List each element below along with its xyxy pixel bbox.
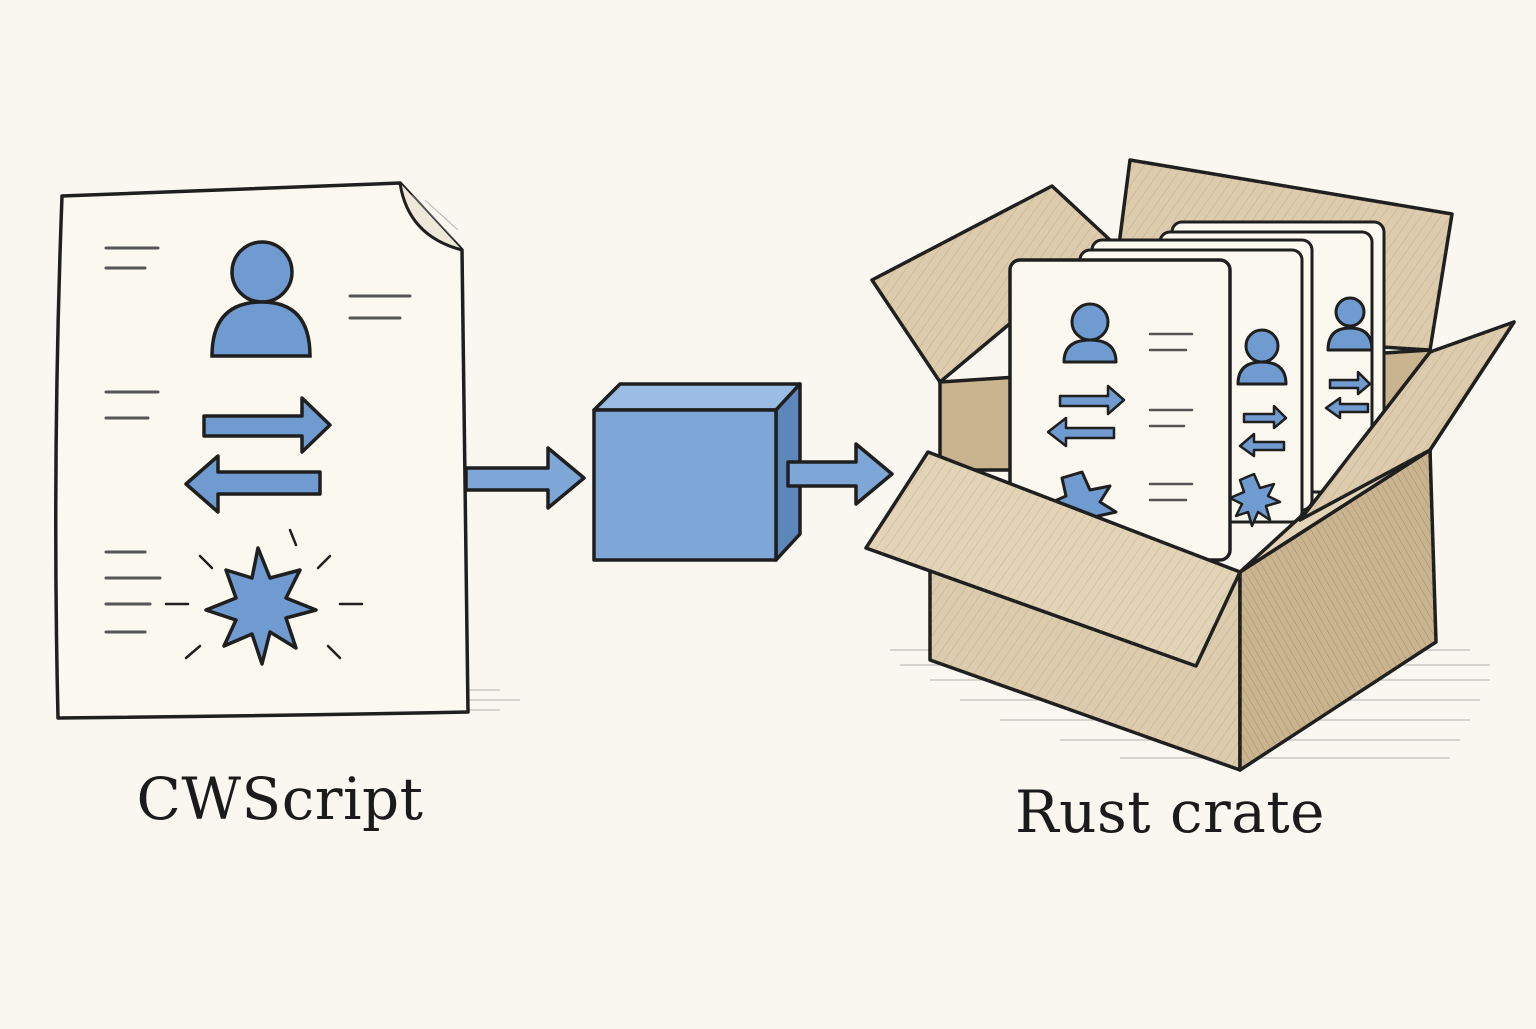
user-icon	[210, 240, 312, 358]
source-document-icon	[54, 181, 470, 720]
flow-arrow-1	[464, 446, 586, 510]
flow-arrow-2	[786, 442, 894, 506]
event-burst-icon	[164, 528, 364, 666]
exchange-arrows-icon	[184, 396, 332, 514]
compiler-block-icon	[592, 382, 802, 562]
document-text-lines	[104, 246, 412, 634]
source-label: CWScript	[136, 765, 424, 833]
output-label: Rust crate	[1015, 778, 1325, 846]
open-box-icon	[864, 158, 1516, 772]
